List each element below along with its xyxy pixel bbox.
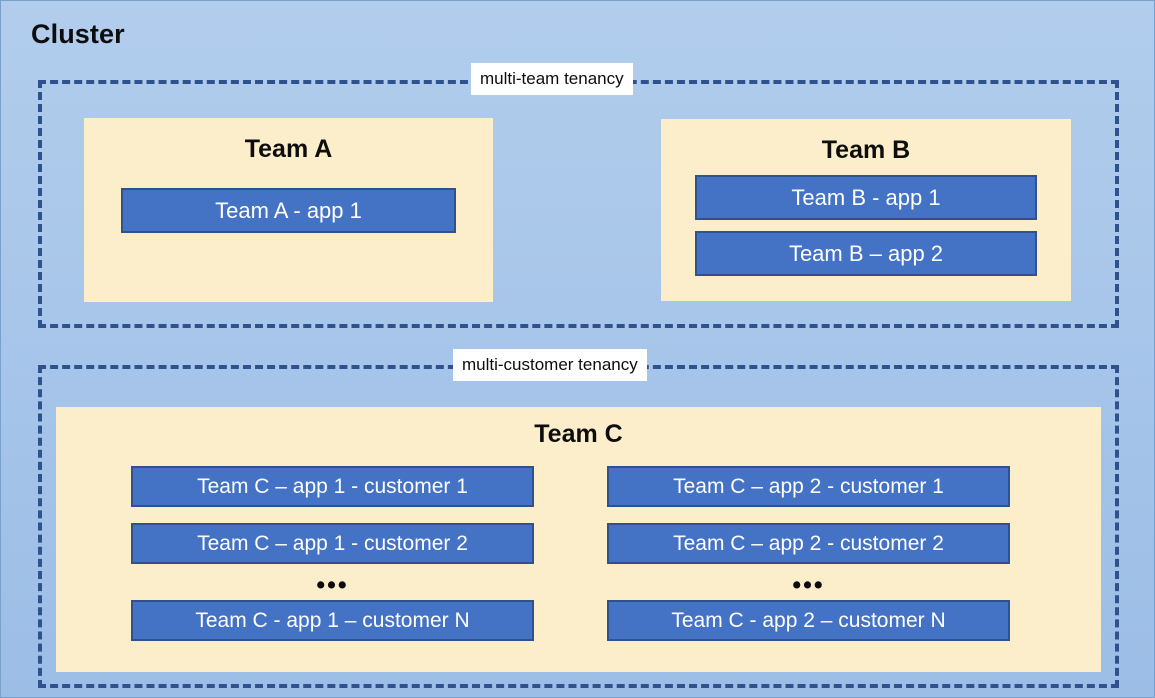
page-title: Cluster	[31, 19, 125, 49]
team-title-team-a: Team A	[244, 135, 333, 163]
tenancy-zone-label-multi-customer: multi-customer tenancy	[453, 349, 647, 381]
app-box-team-c-app-1-customer-n[interactable]: Team C - app 1 – customer N	[131, 600, 534, 641]
team-panel-team-b: Team B Team B - app 1 Team B – app 2	[661, 119, 1071, 301]
team-title-team-b: Team B	[821, 136, 911, 164]
team-panel-team-a: Team A Team A - app 1	[84, 118, 493, 302]
app-box-team-b-app-1[interactable]: Team B - app 1	[695, 175, 1037, 220]
ellipsis-team-c-app-1: •••	[316, 571, 349, 599]
app-box-team-c-app-2-customer-n[interactable]: Team C - app 2 – customer N	[607, 600, 1010, 641]
team-c-columns: Team C – app 1 - customer 1 Team C – app…	[131, 466, 1101, 641]
team-title-team-c: Team C	[534, 420, 623, 448]
app-list-team-b: Team B - app 1 Team B – app 2	[695, 175, 1037, 276]
app-box-team-c-app-2-customer-1[interactable]: Team C – app 2 - customer 1	[607, 466, 1010, 507]
app-box-team-b-app-2[interactable]: Team B – app 2	[695, 231, 1037, 276]
tenancy-zone-label-multi-team: multi-team tenancy	[471, 63, 633, 95]
app-list-team-a: Team A - app 1	[121, 188, 456, 233]
app-box-team-c-app-2-customer-2[interactable]: Team C – app 2 - customer 2	[607, 523, 1010, 564]
team-panel-team-c: Team C Team C – app 1 - customer 1 Team …	[56, 407, 1101, 672]
app-box-team-c-app-1-customer-1[interactable]: Team C – app 1 - customer 1	[131, 466, 534, 507]
app-box-team-a-app-1[interactable]: Team A - app 1	[121, 188, 456, 233]
app-box-team-c-app-1-customer-2[interactable]: Team C – app 1 - customer 2	[131, 523, 534, 564]
app-column-team-c-app-2: Team C – app 2 - customer 1 Team C – app…	[607, 466, 1010, 641]
app-column-team-c-app-1: Team C – app 1 - customer 1 Team C – app…	[131, 466, 534, 641]
ellipsis-team-c-app-2: •••	[792, 571, 825, 599]
